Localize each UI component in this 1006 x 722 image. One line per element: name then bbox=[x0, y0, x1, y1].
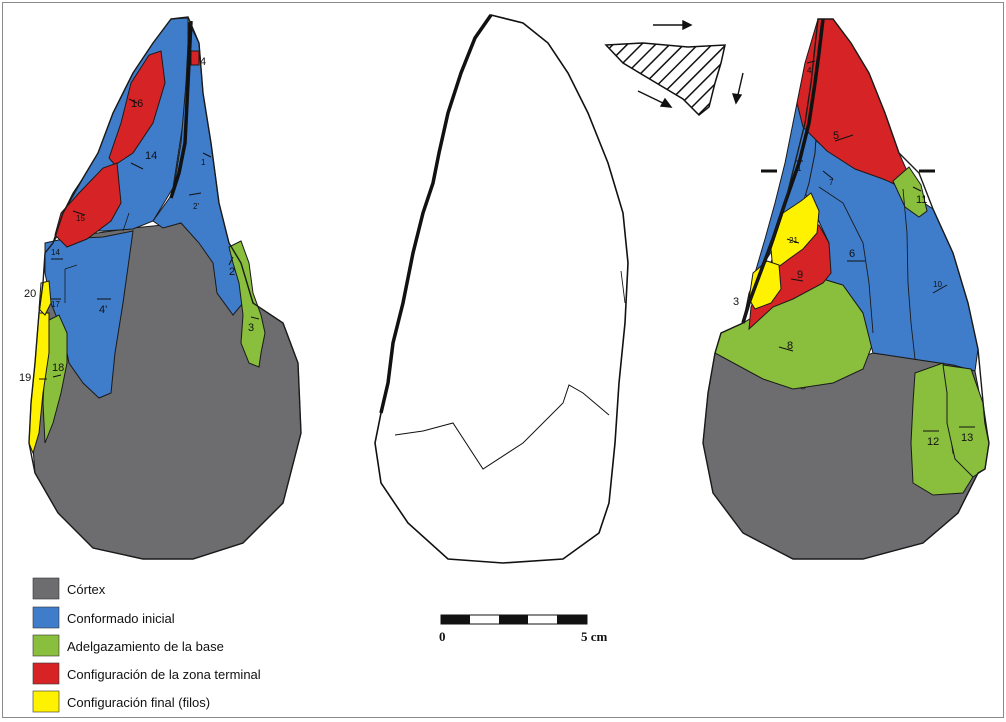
center-profile-cortex-line bbox=[394, 384, 610, 470]
left-red-region-16 bbox=[108, 50, 166, 166]
legend-label-adelgazamiento: Adelgazamiento de la base bbox=[67, 639, 224, 654]
legend-swatch-cortex bbox=[32, 577, 60, 600]
right-label-21: 21 bbox=[789, 236, 798, 245]
right-label-13: 13 bbox=[961, 432, 973, 444]
left-blue-lower-region bbox=[44, 230, 134, 399]
left-label-20: 20 bbox=[24, 288, 36, 300]
right-label-5: 5 bbox=[833, 130, 839, 142]
left-view-labels: 4 16 14 1 2' 15 14 2 20 17 4' 3 19 18 bbox=[19, 56, 254, 384]
right-label-6: 6 bbox=[849, 248, 855, 260]
left-label-18: 18 bbox=[52, 362, 64, 374]
left-label-2prime: 2' bbox=[193, 202, 199, 211]
legend-label-final: Configuración final (filos) bbox=[67, 695, 210, 710]
left-label-15: 15 bbox=[76, 214, 85, 223]
right-view-labels: 4 5 1 7 11 21 6 9 10 3 8 12 13 bbox=[733, 66, 973, 448]
left-central-ridge-line bbox=[169, 20, 193, 199]
left-label-3: 3 bbox=[248, 322, 254, 334]
right-label-11: 11 bbox=[916, 194, 927, 206]
legend: Córtex Conformado inicial Adelgazamiento… bbox=[32, 577, 261, 713]
center-profile-inner-line bbox=[620, 270, 626, 304]
left-label-2: 2 bbox=[229, 266, 235, 278]
left-label-4: 4 bbox=[200, 56, 206, 68]
legend-label-terminal: Configuración de la zona terminal bbox=[67, 667, 261, 682]
right-label-7: 7 bbox=[829, 178, 834, 187]
legend-label-cortex: Córtex bbox=[67, 582, 106, 597]
cross-section-diagram bbox=[604, 19, 744, 117]
biface-illustration: 4 16 14 1 2' 15 14 2 20 17 4' 3 19 18 bbox=[19, 14, 990, 713]
left-label-4prime: 4' bbox=[99, 304, 107, 316]
scale-bar-start-label: 0 bbox=[439, 629, 446, 644]
right-label-1: 1 bbox=[797, 164, 802, 173]
left-biface-outline bbox=[28, 16, 302, 560]
left-red-region-15 bbox=[54, 162, 122, 248]
right-label-8: 8 bbox=[787, 340, 793, 352]
center-profile-thick-edge bbox=[379, 14, 493, 414]
left-label-19: 19 bbox=[19, 372, 31, 384]
right-label-9: 9 bbox=[797, 269, 803, 281]
left-label-14b: 14 bbox=[51, 248, 60, 257]
legend-swatch-conformado bbox=[32, 606, 60, 629]
legend-label-conformado: Conformado inicial bbox=[67, 611, 175, 626]
right-label-12: 12 bbox=[927, 436, 939, 448]
center-profile-view bbox=[374, 14, 629, 564]
right-yellow-region-21 bbox=[770, 192, 820, 272]
scale-bar: 0 5 cm bbox=[439, 614, 608, 644]
legend-swatch-adelgazamiento bbox=[32, 634, 60, 657]
left-label-16: 16 bbox=[131, 98, 143, 110]
legend-swatch-terminal bbox=[32, 662, 60, 685]
right-label-10: 10 bbox=[933, 280, 942, 289]
left-label-14: 14 bbox=[145, 150, 157, 162]
right-label-3: 3 bbox=[733, 296, 739, 308]
right-biface-outline bbox=[702, 18, 990, 560]
scale-bar-end-label: 5 cm bbox=[581, 629, 608, 644]
left-green-region-3 bbox=[228, 240, 266, 368]
right-label-4: 4 bbox=[807, 66, 812, 75]
center-profile-outline bbox=[374, 14, 629, 564]
right-biface-view bbox=[702, 18, 990, 560]
left-biface-view bbox=[28, 16, 302, 560]
legend-swatch-final bbox=[32, 690, 60, 713]
left-red-region-4 bbox=[190, 50, 200, 66]
cross-section-arrows bbox=[637, 19, 744, 108]
cross-section-hatched-shape bbox=[604, 42, 726, 117]
left-label-17: 17 bbox=[51, 300, 60, 309]
left-label-1: 1 bbox=[201, 158, 206, 167]
